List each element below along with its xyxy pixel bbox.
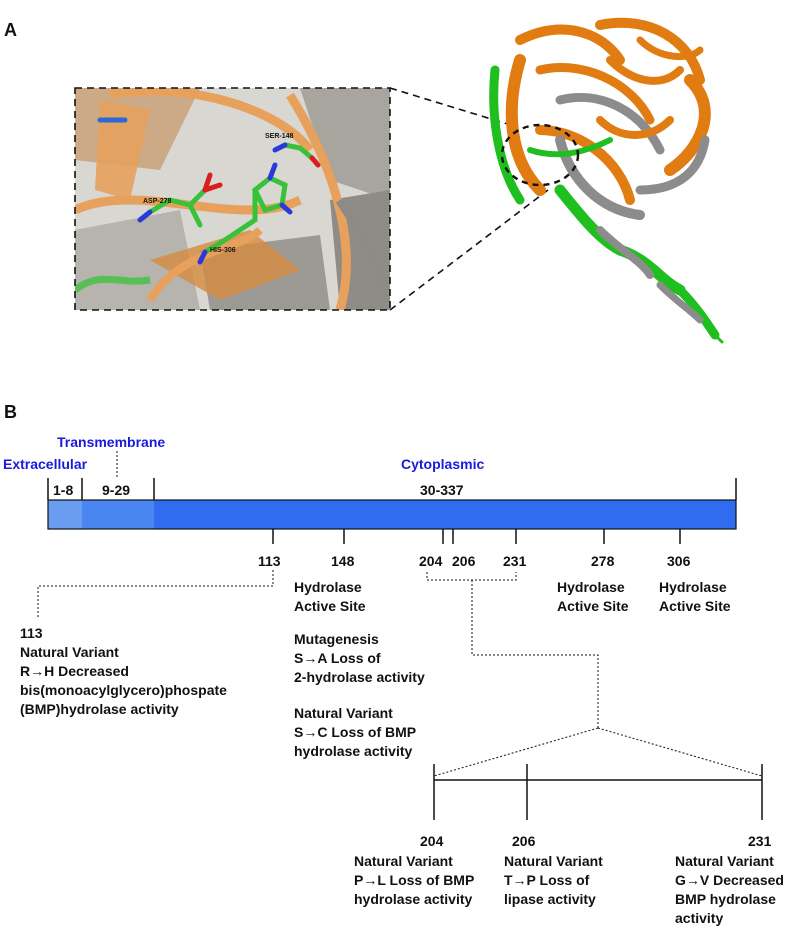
site-label-206: 206 [452, 553, 476, 569]
annotation-variant-113: 113 Natural Variant R→H Decreased bis(mo… [20, 625, 227, 717]
bracket-connector [471, 580, 599, 728]
site-label-306: 306 [667, 553, 691, 569]
bar-transmembrane [82, 500, 154, 529]
domain-map [37, 451, 763, 820]
site-label-231: 231 [503, 553, 527, 569]
annotation-variant-231: Natural Variant G→V Decreased BMP hydrol… [675, 853, 784, 926]
residue-label-asp278: ASP-278 [143, 198, 172, 205]
active-site-label-306: Hydrolase Active Site [659, 579, 731, 614]
residue-label-ser148: SER-148 [265, 133, 294, 140]
bar-extracellular [48, 500, 82, 529]
site-label-148: 148 [331, 553, 355, 569]
active-site-inset: SER-148 ASP-278 HIS-306 [74, 87, 391, 311]
zoom-fan-right [597, 727, 763, 777]
protein-cartoon [489, 17, 724, 344]
zoom-label-206: 206 [512, 833, 536, 849]
domain-label-cytoplasmic: Cytoplasmic [401, 456, 485, 472]
range-label-extracellular: 1-8 [53, 482, 74, 498]
domain-label-extracellular: Extracellular [3, 456, 88, 472]
zoom-axis [433, 764, 763, 820]
bar-cytoplasmic [154, 500, 736, 529]
zoom-fan-left [433, 727, 599, 777]
callout-113 [37, 570, 274, 618]
bracket-204-231 [426, 572, 517, 581]
active-site-highlight [500, 123, 580, 187]
range-label-transmembrane: 9-29 [102, 482, 131, 498]
zoom-connector-bottom [389, 189, 549, 311]
site-label-113: 113 [258, 553, 281, 569]
zoom-label-231: 231 [748, 833, 772, 849]
annotation-variant-206: Natural Variant T→P Loss of lipase activ… [504, 853, 603, 907]
site-label-204: 204 [419, 553, 443, 569]
panel-label-a: A [4, 20, 17, 40]
protein-structure-figure: SER-148 ASP-278 HIS-306 [74, 17, 724, 344]
domain-label-transmembrane: Transmembrane [57, 434, 166, 450]
residue-label-his306: HIS-306 [210, 247, 236, 254]
site-label-278: 278 [591, 553, 615, 569]
annotation-variant-148: Natural Variant S→C Loss of BMP hydrolas… [294, 705, 417, 759]
annotation-variant-204: Natural Variant P→L Loss of BMP hydrolas… [354, 853, 475, 907]
zoom-label-204: 204 [420, 833, 444, 849]
active-site-label-148: Hydrolase Active Site [294, 579, 366, 614]
range-label-cytoplasmic: 30-337 [420, 482, 464, 498]
panel-label-b: B [4, 402, 17, 422]
annotation-mutagenesis-148: Mutagenesis S→A Loss of 2-hydrolase acti… [294, 631, 425, 685]
active-site-label-278: Hydrolase Active Site [557, 579, 629, 614]
